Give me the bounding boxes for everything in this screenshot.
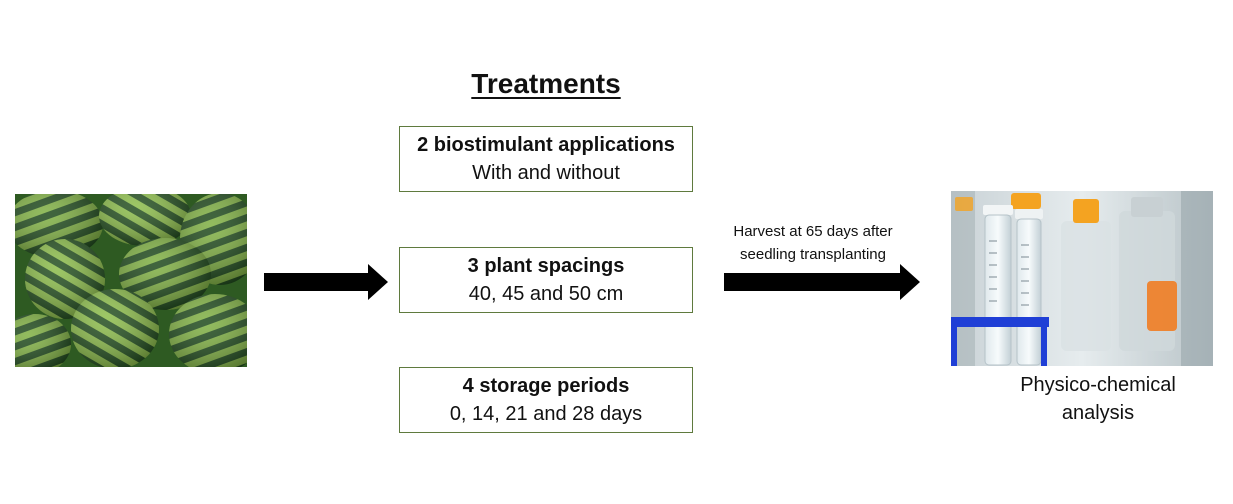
treatment-box-spacing: 3 plant spacings 40, 45 and 50 cm (399, 247, 693, 313)
treatment-box-heading: 3 plant spacings (467, 255, 625, 277)
treatment-box-detail: 40, 45 and 50 cm (468, 283, 624, 305)
watermelon-photo (15, 194, 247, 367)
right-arrow-icon (264, 264, 388, 300)
treatment-box-heading: 2 biostimulant applications (417, 134, 675, 156)
treatment-box-biostimulant: 2 biostimulant applications With and wit… (399, 126, 693, 192)
treatment-box-heading: 4 storage periods (462, 375, 630, 397)
right-arrow-icon (724, 264, 920, 300)
treatment-box-detail: 0, 14, 21 and 28 days (449, 403, 643, 425)
laboratory-tubes-photo (951, 191, 1213, 366)
physico-chemical-analysis-label: Physico-chemical analysis (1020, 374, 1176, 424)
treatment-box-storage: 4 storage periods 0, 14, 21 and 28 days (399, 367, 693, 433)
treatment-box-detail: With and without (472, 162, 620, 184)
harvest-note: Harvest at 65 days after seedling transp… (733, 223, 893, 263)
treatments-title: Treatments (471, 68, 621, 99)
